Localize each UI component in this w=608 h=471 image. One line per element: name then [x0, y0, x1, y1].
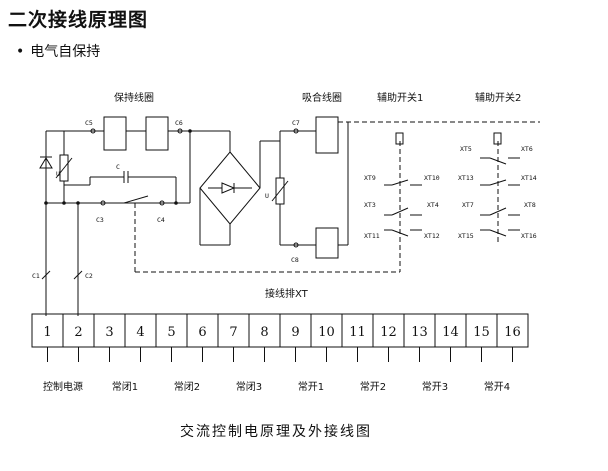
xt5-label: XT5 — [460, 145, 472, 153]
c8-label: C8 — [291, 256, 299, 264]
terminal-number-14: 14 — [442, 325, 459, 340]
terminal-number-11: 11 — [349, 325, 366, 340]
terminal-number-7: 7 — [229, 325, 237, 340]
xt4-label: XT4 — [427, 201, 439, 209]
xt6-label: XT6 — [521, 145, 533, 153]
c8-terminal — [293, 242, 299, 248]
bullet-text: 电气自保持 — [30, 44, 101, 60]
terminal-block-label: 接线排XT — [265, 287, 309, 300]
xt7-label: XT7 — [462, 201, 474, 209]
xt5-6-blade — [489, 157, 507, 165]
c5-terminal — [90, 128, 96, 134]
bullet-dot: • — [16, 44, 25, 60]
c2-mark — [73, 270, 83, 280]
c4-label: C4 — [157, 216, 165, 224]
c7-label: C7 — [292, 119, 300, 127]
terminal-group-label: 常闭1 — [112, 380, 138, 393]
terminal-number-3: 3 — [105, 325, 113, 340]
terminal-number-1: 1 — [43, 325, 51, 340]
xt14-label: XT14 — [521, 174, 537, 182]
xt9-10-blade — [391, 179, 409, 186]
terminal-number-6: 6 — [198, 325, 206, 340]
pull-coil-top — [315, 116, 339, 154]
xt15-16-blade — [489, 229, 507, 237]
junction — [174, 201, 178, 205]
pull-coil-label: 吸合线圈 — [302, 91, 342, 104]
xt12-label: XT12 — [424, 232, 440, 240]
xt11-label: XT11 — [364, 232, 380, 240]
c1-mark — [41, 270, 51, 280]
c1-label: C1 — [32, 272, 40, 280]
bullet-item: • 电气自保持 — [16, 41, 100, 61]
xt9-label: XT9 — [364, 174, 376, 182]
terminal-group-label: 常闭2 — [174, 380, 200, 393]
xt16-label: XT16 — [521, 232, 537, 240]
xt3-label: XT3 — [364, 201, 376, 209]
xt7-8-blade — [489, 207, 507, 216]
xt13-label: XT13 — [458, 174, 474, 182]
terminal-number-2: 2 — [74, 325, 82, 340]
xt15-label: XT15 — [458, 232, 474, 240]
terminal-number-13: 13 — [411, 325, 428, 340]
c2-label: C2 — [85, 272, 93, 280]
pull-coil-bottom — [315, 227, 339, 259]
xt10-label: XT10 — [424, 174, 440, 182]
aux2-head — [493, 132, 502, 145]
terminal-group-label: 常闭3 — [236, 380, 262, 393]
xt8-label: XT8 — [524, 201, 536, 209]
junction — [76, 201, 80, 205]
c7-terminal — [293, 128, 299, 134]
c3-label: C3 — [96, 216, 104, 224]
xt13-14-blade — [489, 179, 507, 186]
xt3-4-blade — [391, 207, 409, 216]
hold-coil-label: 保持线圈 — [114, 91, 154, 104]
page-title: 二次接线原理图 — [8, 9, 149, 31]
bridge-diode — [221, 182, 236, 194]
terminal-group-label: 常开3 — [422, 380, 448, 393]
varistor-left-slash — [55, 157, 73, 179]
aux-switch-2-label: 辅助开关2 — [475, 91, 521, 104]
c5-label: C5 — [85, 119, 93, 127]
c3-c4-contact — [123, 195, 149, 204]
hold-coil-2 — [145, 116, 169, 151]
terminal-group-label: 常开4 — [484, 380, 510, 393]
terminal-number-5: 5 — [167, 325, 175, 340]
terminal-number-12: 12 — [380, 325, 397, 340]
cap-label: C — [116, 163, 120, 171]
varistor-right-slash — [271, 180, 289, 202]
terminal-number-15: 15 — [473, 325, 490, 340]
junction — [62, 201, 66, 205]
c6-terminal — [177, 128, 183, 134]
c4-terminal — [159, 200, 165, 206]
junction — [188, 129, 192, 133]
terminal-group-label: 常开1 — [298, 380, 324, 393]
hold-coil-1 — [103, 116, 127, 151]
u-right-label: U — [265, 192, 269, 200]
terminal-groups: 控制电源 常闭1 常闭2 常闭3 常开1 常开2 常开3 常开4 — [43, 380, 510, 393]
terminal-group-label: 控制电源 — [43, 380, 83, 393]
terminal-number-10: 10 — [318, 325, 335, 340]
aux1-head — [395, 132, 404, 145]
diode-left — [39, 157, 53, 169]
terminal-group-label: 常开2 — [360, 380, 386, 393]
aux-switch-1-label: 辅助开关1 — [377, 91, 423, 104]
terminal-number-16: 16 — [504, 325, 521, 340]
terminal-number-4: 4 — [136, 325, 144, 340]
c3-terminal — [100, 200, 106, 206]
u-left-label: U — [56, 170, 60, 178]
terminal-number-8: 8 — [260, 325, 268, 340]
xt11-12-blade — [391, 229, 409, 237]
diagram-caption: 交流控制电原理及外接线图 — [180, 423, 372, 440]
c6-label: C6 — [175, 119, 183, 127]
terminal-number-9: 9 — [291, 325, 299, 340]
